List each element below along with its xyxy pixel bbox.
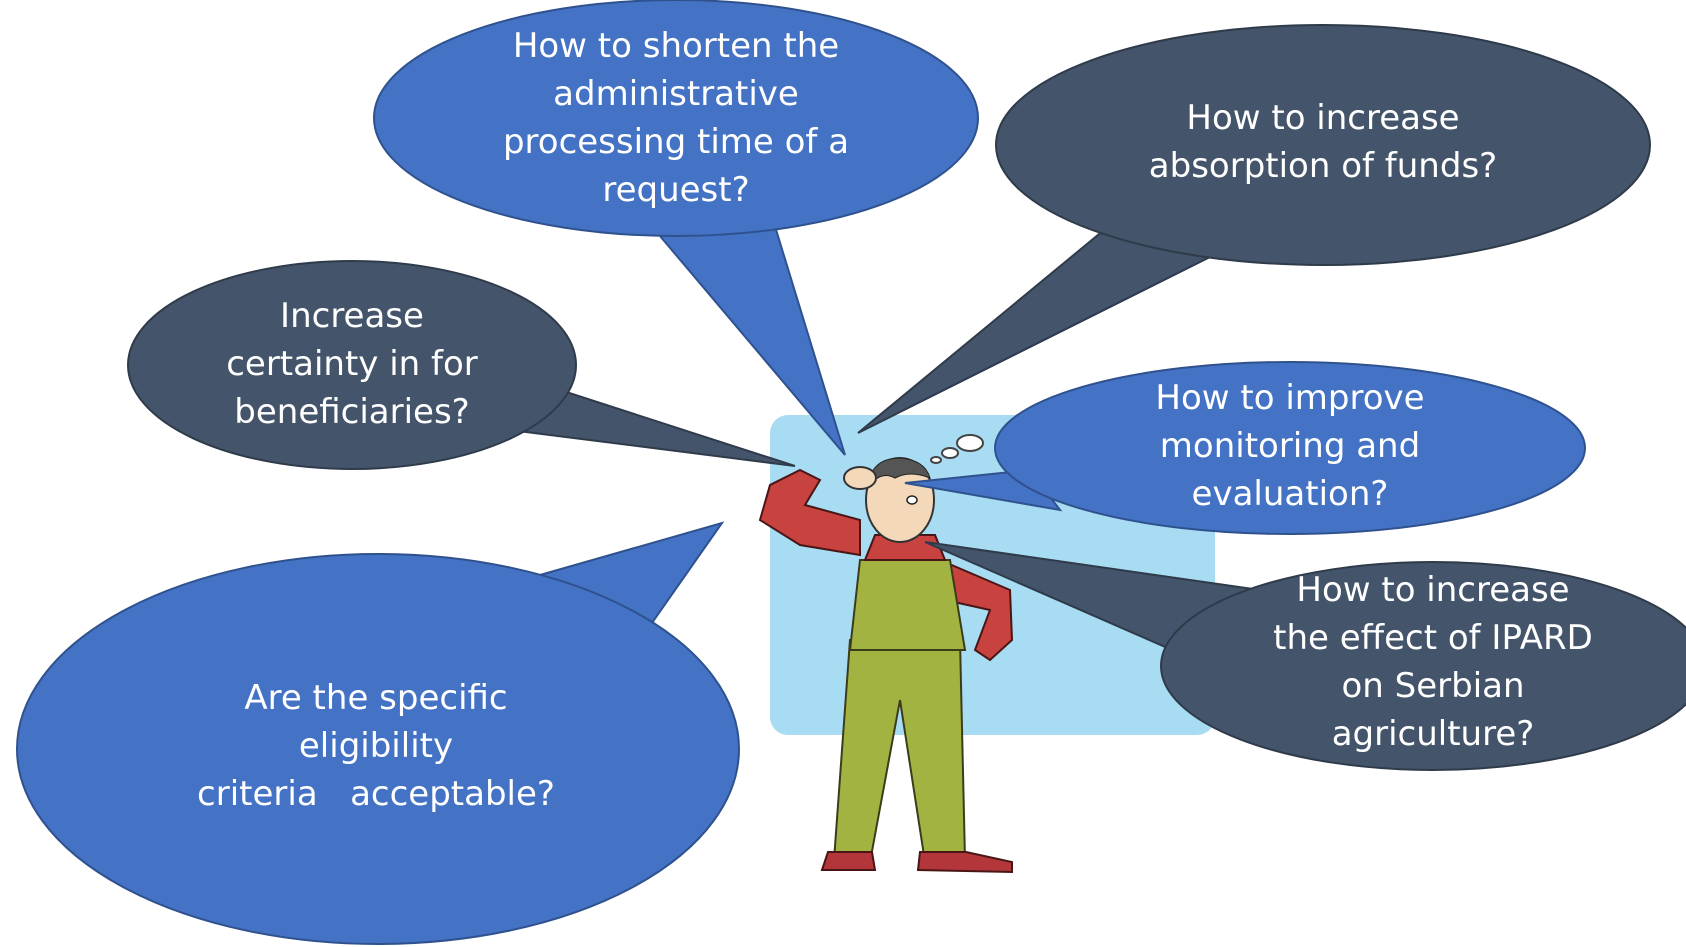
- text-line: How to improve: [1155, 378, 1425, 418]
- text-line: How to increase: [1186, 98, 1460, 138]
- text-line: administrative: [553, 74, 799, 114]
- text-absorption: How to increase absorption of funds?: [1118, 94, 1528, 190]
- text-line: How to shorten the: [512, 26, 840, 66]
- overall-bib: [848, 559, 967, 651]
- thought-dot-large: [956, 434, 984, 452]
- text-ipard: How to increase the effect of IPARD on S…: [1238, 566, 1628, 758]
- text-line: certainty in for: [226, 344, 478, 384]
- text-line: Are the specific: [244, 678, 508, 718]
- bubble-shorten-tail: [635, 209, 846, 456]
- raised-arm: [758, 468, 861, 557]
- bubble-monitoring-body: [994, 361, 1586, 535]
- bubble-eligibility-body: [16, 553, 740, 945]
- bubble-monitoring: [904, 361, 1586, 535]
- left-boot: [820, 851, 877, 871]
- text-line: agriculture?: [1331, 714, 1535, 754]
- text-line: on Serbian: [1341, 666, 1525, 706]
- bubble-certainty-body: [127, 260, 577, 470]
- text-certainty: Increase certainty in for beneficiaries?: [202, 292, 502, 436]
- text-line: request?: [602, 170, 750, 210]
- text-monitoring: How to improve monitoring and evaluation…: [1110, 374, 1470, 518]
- bubble-shorten-processing: [373, 0, 979, 456]
- farmer-eye: [906, 495, 918, 505]
- text-line: processing time of a: [502, 122, 850, 162]
- text-line: the effect of IPARD: [1273, 618, 1593, 658]
- bubble-absorption: [857, 24, 1651, 434]
- text-line: eligibility: [298, 726, 454, 766]
- text-line: Increase: [280, 296, 424, 336]
- thought-dot-small: [930, 456, 942, 464]
- bubble-shorten-body: [373, 0, 979, 237]
- text-line: How to increase: [1296, 570, 1570, 610]
- farmer-figure: [758, 434, 1014, 874]
- right-boot: [916, 851, 1013, 874]
- thought-dot-medium: [941, 447, 959, 459]
- farmer-hair: [867, 457, 931, 490]
- text-line: evaluation?: [1191, 474, 1389, 514]
- overall-legs: [832, 639, 967, 864]
- hand-on-head: [843, 466, 877, 490]
- text-line: beneficiaries?: [234, 392, 470, 432]
- bubble-eligibility: [16, 521, 740, 945]
- text-line: absorption of funds?: [1148, 146, 1498, 186]
- text-shorten-processing: How to shorten the administrative proces…: [476, 22, 876, 214]
- bubble-ipard-body: [1160, 561, 1686, 771]
- bubble-absorption-body: [995, 24, 1651, 266]
- text-line: criteria acceptable?: [197, 774, 555, 814]
- text-line: monitoring and: [1159, 426, 1421, 466]
- bubble-ipard: [924, 541, 1686, 771]
- text-eligibility: Are the specific eligibility criteria ac…: [176, 674, 576, 818]
- bubble-certainty: [127, 260, 796, 470]
